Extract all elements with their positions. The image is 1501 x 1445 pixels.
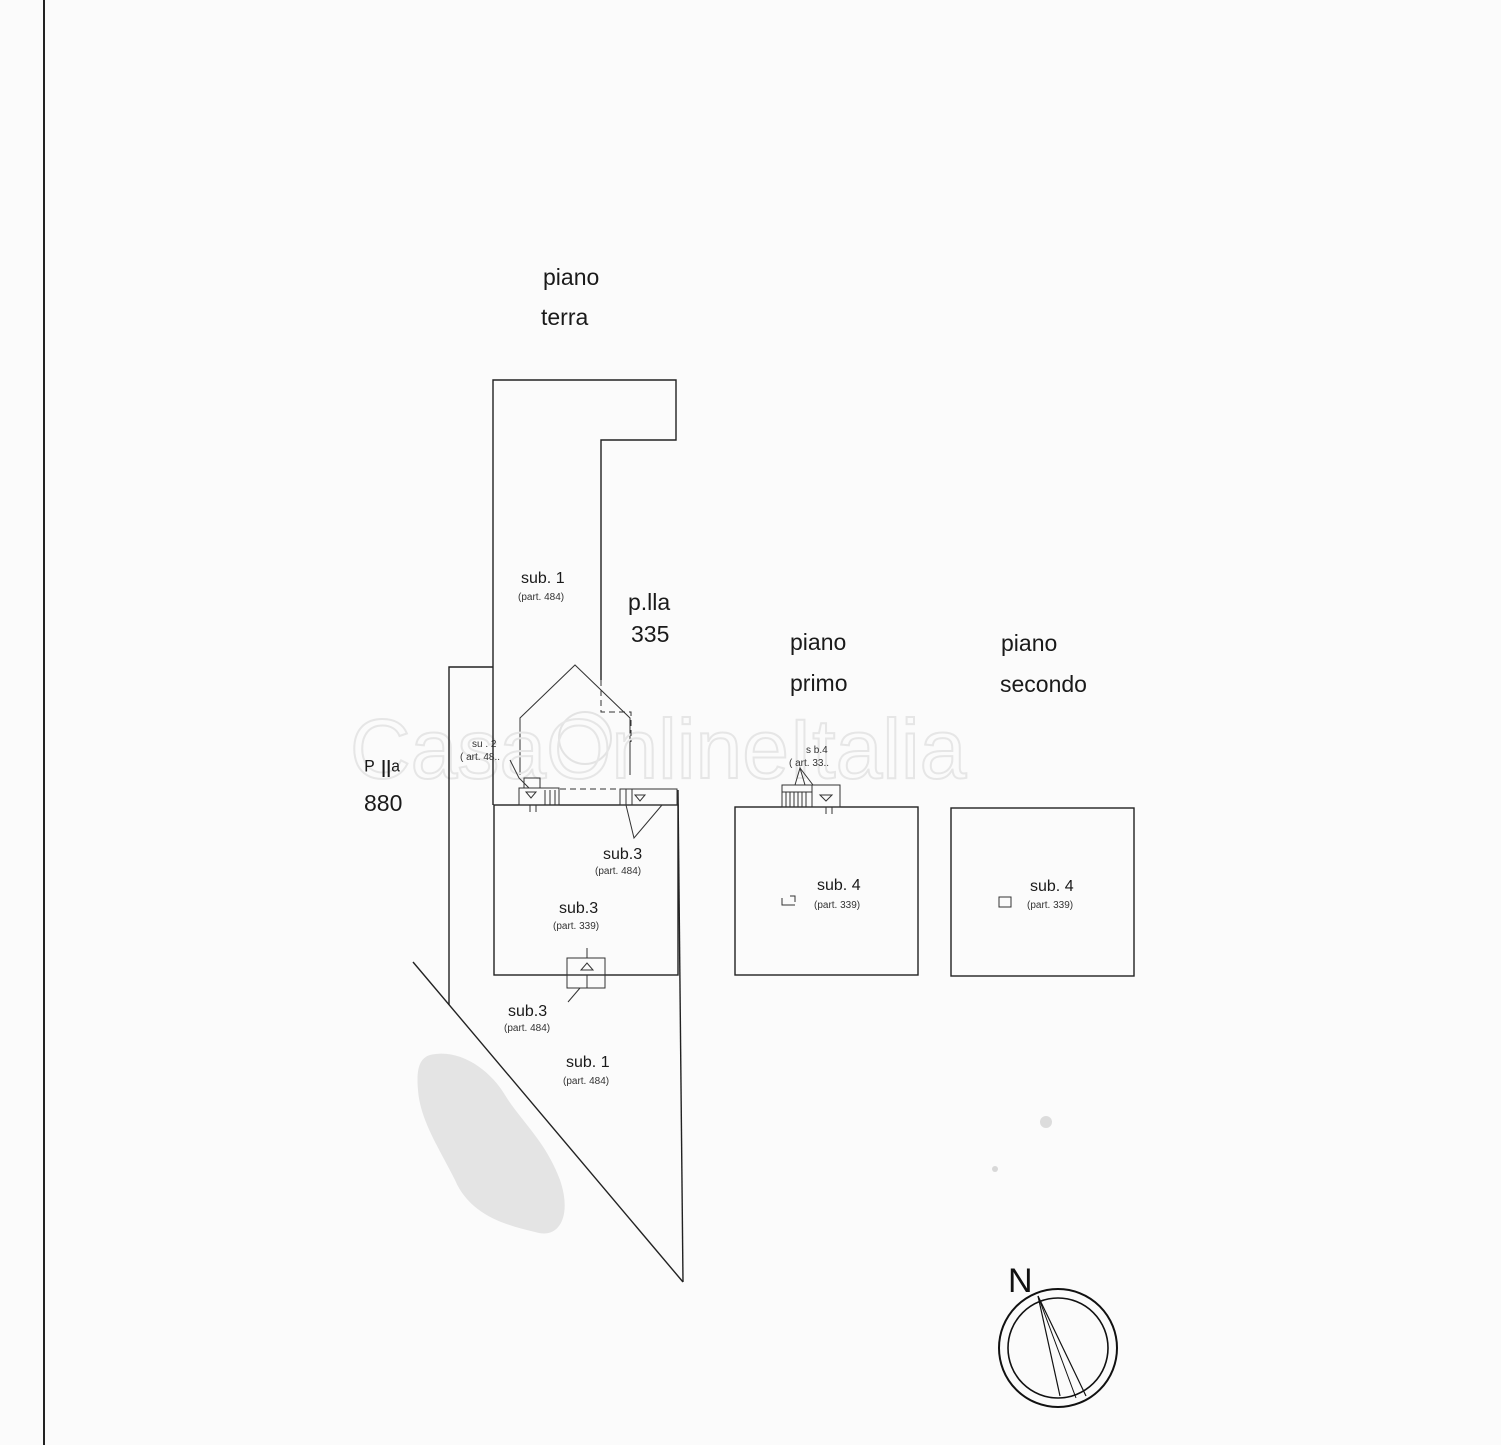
second-floor-subtitle: secondo bbox=[1000, 671, 1087, 697]
first-floor-plan bbox=[734, 766, 919, 976]
sub3-bottom-part: (part. 484) bbox=[504, 1023, 550, 1034]
ground-floor-plan bbox=[412, 379, 684, 1283]
sub4-second-part: (part. 339) bbox=[1027, 900, 1073, 911]
parcel-880-fragment: ᴾ llᵃ bbox=[365, 756, 400, 782]
sub3-right-part: (part. 484) bbox=[595, 866, 641, 877]
ground-dashed-boundary bbox=[600, 680, 632, 742]
sub4-stair-label: s b.4 bbox=[806, 745, 828, 756]
watermark-text: CasaOnlineItalia bbox=[350, 702, 967, 796]
sub3-bottom-stair bbox=[566, 957, 606, 989]
sub2-part: ( art. 48.. bbox=[460, 752, 500, 763]
sub4-stair-part: ( art. 33.. bbox=[789, 758, 829, 769]
sub4-second-chimney bbox=[998, 896, 1012, 908]
ground-floor-subtitle: terra bbox=[541, 304, 589, 330]
sub4-arrow-icon bbox=[818, 794, 834, 802]
compass-north-label: N bbox=[1008, 1262, 1033, 1300]
ground-diagonal-boundary bbox=[412, 961, 684, 1283]
ground-floor-title: piano bbox=[543, 264, 599, 290]
sub3-top-strip bbox=[619, 788, 678, 806]
sub3-center-label: sub.3 bbox=[559, 900, 598, 917]
scan-stain bbox=[417, 1053, 565, 1234]
first-floor-subtitle: primo bbox=[790, 670, 848, 696]
sub2-label: su . 2 bbox=[472, 739, 497, 750]
parcel-335-label: p.lla bbox=[628, 589, 670, 615]
sub1-left-outline bbox=[448, 666, 493, 1005]
sub3-bottom-label: sub.3 bbox=[508, 1003, 547, 1020]
sub3-bottom-arrow-icon bbox=[579, 962, 595, 971]
second-floor-title: piano bbox=[1001, 630, 1057, 656]
sub4-second-label: sub. 4 bbox=[1030, 878, 1074, 895]
sub4-first-part: (part. 339) bbox=[814, 900, 860, 911]
parcel-335-number: 335 bbox=[631, 621, 669, 647]
sub3-center-part: (part. 339) bbox=[553, 921, 599, 932]
sub1-bottom-label: sub. 1 bbox=[566, 1054, 610, 1071]
scan-dot bbox=[992, 1166, 998, 1172]
north-compass bbox=[998, 1288, 1118, 1408]
watermark: CasaOnlineItalia bbox=[349, 664, 968, 797]
sub1-outline bbox=[492, 379, 677, 805]
parcel-880-number: 880 bbox=[364, 790, 402, 816]
sub4-stair-block bbox=[781, 784, 841, 808]
sub2-arrow-icon bbox=[524, 791, 538, 799]
sub4-second-room bbox=[950, 807, 1135, 977]
sub1-top-label: sub. 1 bbox=[521, 570, 565, 587]
second-floor-plan bbox=[950, 807, 1135, 977]
sub4-first-label: sub. 4 bbox=[817, 877, 861, 894]
sub1-top-part: (part. 484) bbox=[518, 592, 564, 603]
sub1-bottom-part: (part. 484) bbox=[563, 1076, 609, 1087]
sub3-room bbox=[493, 804, 679, 976]
scan-dot bbox=[1040, 1116, 1052, 1128]
first-floor-title: piano bbox=[790, 629, 846, 655]
sub3-right-label: sub.3 bbox=[603, 846, 642, 863]
ground-right-edge bbox=[677, 789, 684, 1283]
sub4-first-chimney bbox=[781, 898, 795, 906]
stair-arrow-icon bbox=[633, 794, 647, 802]
